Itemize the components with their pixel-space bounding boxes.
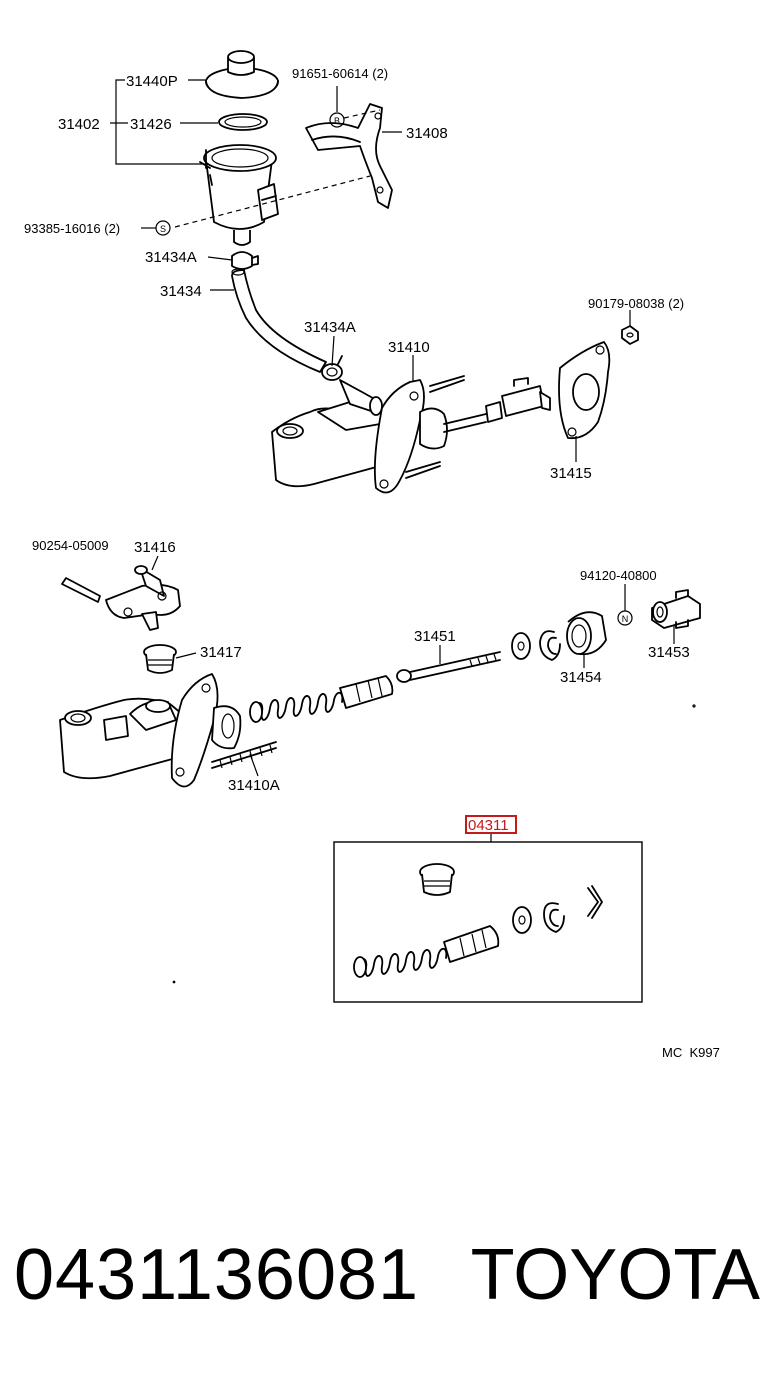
label-31402: 31402 [58, 116, 100, 133]
parts-diagram: 31440P 91651-60614 (2) 31402 31426 31408… [24, 50, 720, 1060]
reservoir-tank-drawing [199, 144, 279, 246]
highlight-box [465, 815, 517, 834]
label-04311: 04311 [468, 817, 509, 834]
kit-spring-drawing [353, 925, 500, 978]
kit-box [333, 841, 643, 1003]
brand-name: TOYOTA [470, 1235, 760, 1315]
plug-31417-drawing [143, 644, 177, 674]
label-31410A: 31410A [228, 777, 280, 794]
label-31408: 31408 [406, 125, 448, 142]
kit-clip-drawing [587, 885, 603, 919]
label-31440P: 31440P [126, 73, 178, 90]
label-31451: 31451 [414, 628, 456, 645]
label-31416: 31416 [134, 539, 176, 556]
nut-90179-drawing [621, 325, 639, 345]
label-31434: 31434 [160, 283, 202, 300]
label-31410: 31410 [388, 339, 430, 356]
label-90254-05009: 90254-05009 [32, 538, 109, 553]
bracket-drawing [305, 103, 393, 209]
label-90179-08038: 90179-08038 (2) [588, 296, 684, 311]
reference-code: MC K997 [662, 1045, 720, 1060]
label-31426: 31426 [130, 116, 172, 133]
label-31434A-top: 31434A [145, 249, 197, 266]
label-31434A-mid: 31434A [304, 319, 356, 336]
kit-plug-drawing [419, 863, 455, 896]
bolt-b-drawing [329, 86, 381, 128]
pushrod-31451-drawing [396, 651, 501, 683]
master-cylinder-body-drawing [59, 673, 242, 788]
label-31454: 31454 [560, 669, 602, 686]
kit-snap-ring-drawing [543, 902, 565, 933]
label-91651-60614: 91651-60614 (2) [292, 66, 388, 81]
snap-ring-drawing [539, 630, 561, 661]
part-number: 0431136081 [14, 1235, 420, 1315]
callout-b: B [334, 116, 340, 126]
callout-n: N [622, 614, 629, 624]
label-93385-16016: 93385-16016 (2) [24, 221, 120, 236]
kit-washer-drawing [512, 906, 532, 934]
pin-90254-drawing [61, 577, 101, 603]
washer-drawing [511, 632, 531, 660]
boot-31454-drawing [566, 611, 607, 656]
hose-clamp-top-drawing [231, 251, 259, 270]
piston-spring-drawing [249, 675, 394, 723]
label-31453: 31453 [648, 644, 690, 661]
leader-lines [110, 79, 675, 777]
master-cylinder-assembly-drawing [271, 375, 551, 494]
reservoir-cap-drawing [205, 50, 279, 99]
hose-drawing [231, 268, 327, 373]
label-31415: 31415 [550, 465, 592, 482]
footer: 0431136081 TOYOTA [0, 1230, 776, 1330]
gasket-plate-drawing [558, 341, 611, 440]
label-31417: 31417 [200, 644, 242, 661]
reservoir-gasket-drawing [218, 113, 268, 131]
clevis-31453-drawing [651, 589, 701, 629]
label-94120-40800: 94120-40800 [580, 568, 657, 583]
clevis-31416-drawing [105, 565, 181, 631]
callout-s: S [160, 224, 166, 234]
